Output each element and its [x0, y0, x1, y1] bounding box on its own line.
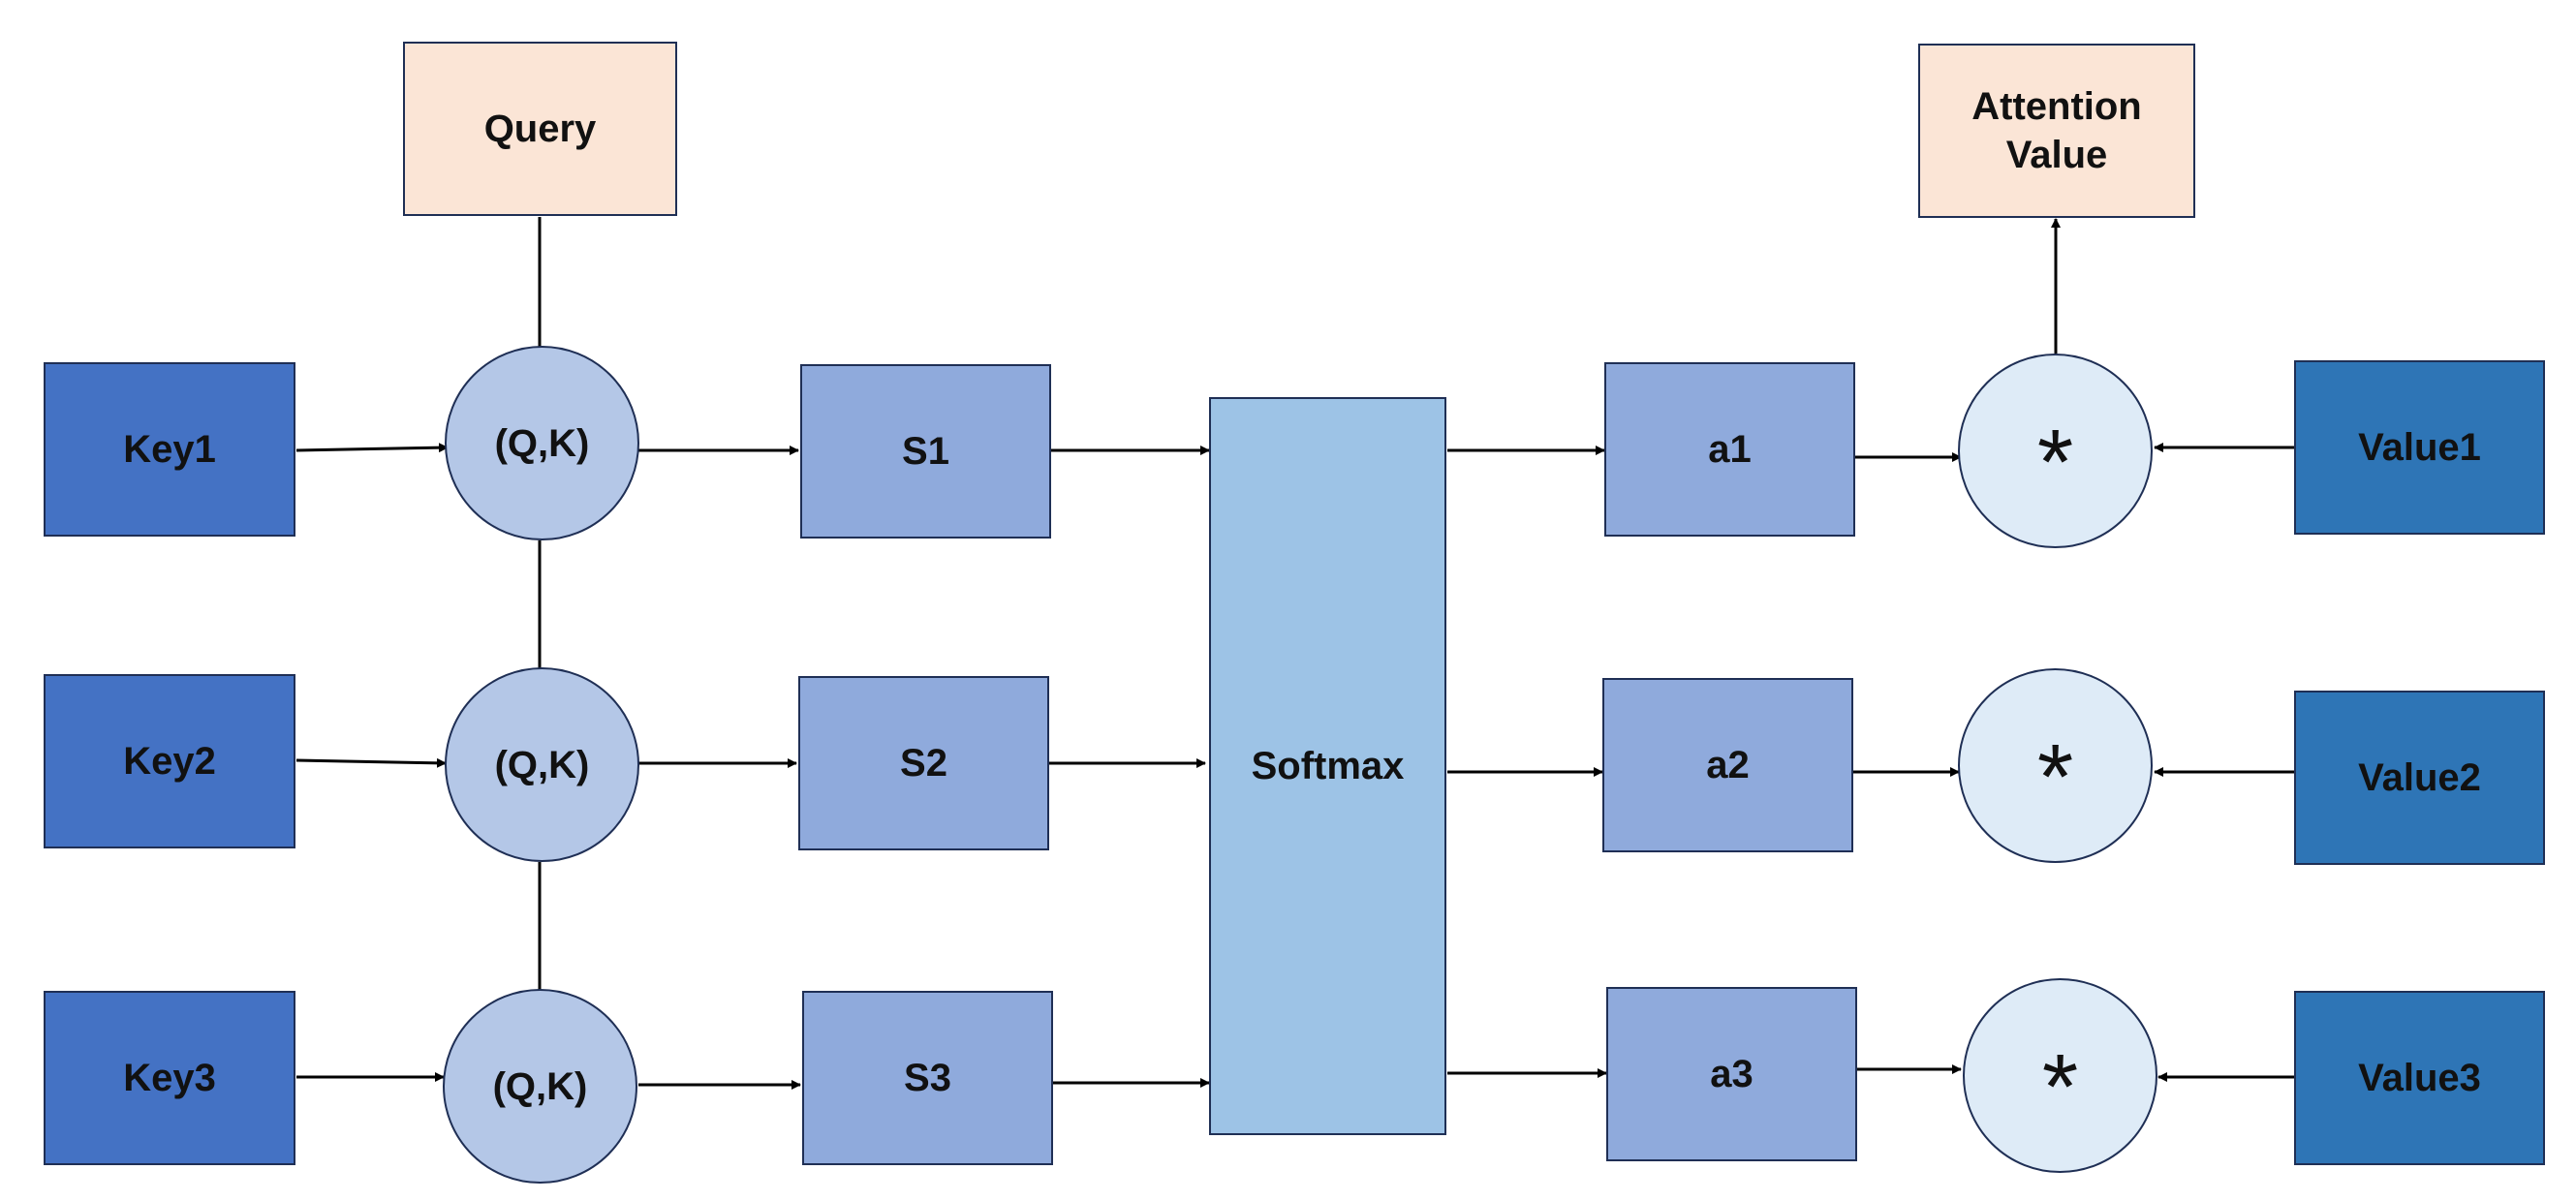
arrow-key1-qk1 [295, 443, 449, 453]
key2-box: Key2 [44, 674, 295, 848]
key3-box: Key3 [44, 991, 295, 1165]
value1-box: Value1 [2294, 360, 2545, 535]
key1-box: Key1 [44, 362, 295, 537]
qk-op-3: (Q,K) [443, 989, 637, 1184]
arrow-key2-qk2 [295, 757, 447, 768]
query-box: Query [403, 42, 677, 216]
multiply-op-1: * [1958, 354, 2153, 548]
value3-box: Value3 [2294, 991, 2545, 1165]
score-s3: S3 [802, 991, 1053, 1165]
weight-a3: a3 [1606, 987, 1857, 1161]
score-s1: S1 [800, 364, 1051, 539]
attention-value-box: Attention Value [1918, 44, 2195, 218]
qk-op-1: (Q,K) [445, 346, 639, 540]
multiply-op-3: * [1963, 978, 2157, 1173]
softmax-box: Softmax [1209, 397, 1446, 1135]
multiply-op-2: * [1958, 668, 2153, 863]
value2-box: Value2 [2294, 691, 2545, 865]
qk-op-2: (Q,K) [445, 667, 639, 862]
weight-a1: a1 [1604, 362, 1855, 537]
weight-a2: a2 [1602, 678, 1853, 852]
score-s2: S2 [798, 676, 1049, 850]
